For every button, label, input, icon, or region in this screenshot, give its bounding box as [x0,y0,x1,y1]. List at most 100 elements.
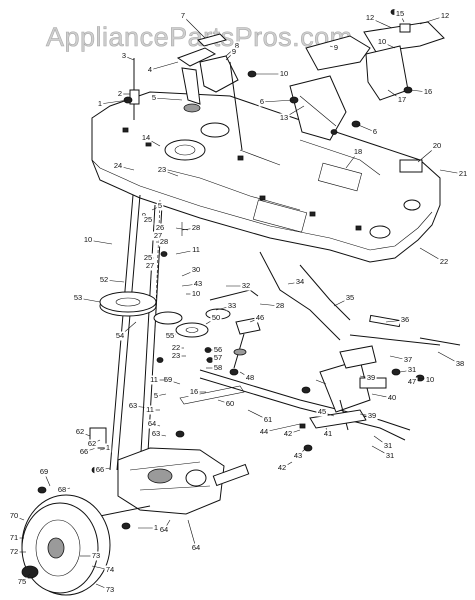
callout-number: 1 [98,99,102,108]
callout-backdrop [258,97,266,107]
callout-backdrop [190,289,202,299]
callout-backdrop [152,523,160,533]
callout-number: 41 [324,429,332,438]
callout-leader [187,519,197,549]
callout-number: 31 [386,451,394,460]
callout-backdrop [190,223,202,233]
callout-number: 11 [192,245,200,254]
callout-number: 13 [280,113,288,122]
callout-backdrop [402,355,414,365]
callout-number: 43 [194,279,202,288]
callout-backdrop [454,359,466,369]
callout-backdrop [78,447,90,457]
callout-backdrop [276,463,288,473]
callout-number: 25 [144,253,152,262]
callout-backdrop [188,387,200,397]
callout-backdrop [431,141,443,151]
callout-backdrop [90,551,102,561]
callout-backdrop [292,451,304,461]
callout-backdrop [86,439,98,449]
callout-backdrop [156,201,164,211]
callout-backdrop [127,401,139,411]
callout-number: 72 [10,547,18,556]
callout-number: 45 [318,407,326,416]
callout-backdrop [158,237,170,247]
callout-backdrop [262,415,274,425]
callout-backdrop [56,485,68,495]
callout-number: 31 [384,441,392,450]
callout-backdrop [94,465,106,475]
callout-backdrop [258,427,270,437]
callout-number: 73 [106,585,114,594]
callout-backdrop [82,235,94,245]
callout-backdrop [384,451,396,461]
callout-number: 17 [398,95,406,104]
callout-number: 34 [296,277,304,286]
callout-number: 57 [214,353,222,362]
callout-backdrop [104,443,112,453]
callout-backdrop [190,543,202,553]
callout-number: 5 [158,201,162,210]
callout-backdrop [282,429,294,439]
callout-backdrop [332,43,340,53]
callout-backdrop [212,353,224,363]
callout-backdrop [226,301,238,311]
callout-backdrop [150,429,162,439]
callout-leader [261,99,295,103]
callout-number: 70 [10,511,18,520]
callout-backdrop [104,565,116,575]
callout-backdrop [396,95,408,105]
callout-backdrop [278,113,290,123]
callout-number: 10 [378,37,386,46]
callout-number: 63 [152,429,160,438]
callout-number: 10 [84,235,92,244]
callout-number: 33 [228,301,236,310]
main-frame [91,91,441,263]
callout-number: 59 [164,375,172,384]
callout-backdrop [72,293,84,303]
callout-number: 46 [256,313,264,322]
callout-backdrop [190,265,202,275]
callout-number: 16 [424,87,432,96]
callout-number: 4 [148,65,152,74]
callout-backdrop [152,231,164,241]
callout-number: 37 [404,355,412,364]
callout-backdrop [170,351,182,361]
callout-backdrop [142,253,154,263]
callout-backdrop [366,411,378,421]
callout-backdrop [394,9,406,19]
callout-number: 22 [440,257,448,266]
callout-number: 62 [88,439,96,448]
callout-backdrop [74,427,86,437]
callout-backdrop [164,331,176,341]
callout-backdrop [112,161,124,171]
callout-number: 69 [40,467,48,476]
callout-backdrop [212,363,224,373]
callout-number: 64 [192,543,200,552]
callout-number: 12 [366,13,374,22]
callout-number: 11 [146,405,154,414]
callout-backdrop [294,277,306,287]
callout-number: 73 [92,551,100,560]
callout-number: 1 [154,523,158,532]
callout-number: 6 [260,97,264,106]
callout-backdrop [364,13,376,23]
callout-backdrop [142,215,154,225]
callout-number: 66 [96,465,104,474]
callout-backdrop [438,257,450,267]
callout-number: 74 [106,565,114,574]
callout-backdrop [424,375,436,385]
callout-backdrop [322,429,334,439]
callout-leader [99,99,129,105]
callout-backdrop [371,127,379,137]
callout-number: 21 [459,169,467,178]
callout-backdrop [179,11,187,21]
callout-number: 64 [160,525,168,534]
callout-backdrop [162,375,174,385]
transaxle [99,447,250,517]
callout-number: 14 [142,133,150,142]
callout-backdrop [278,69,290,79]
callout-number: 40 [388,393,396,402]
